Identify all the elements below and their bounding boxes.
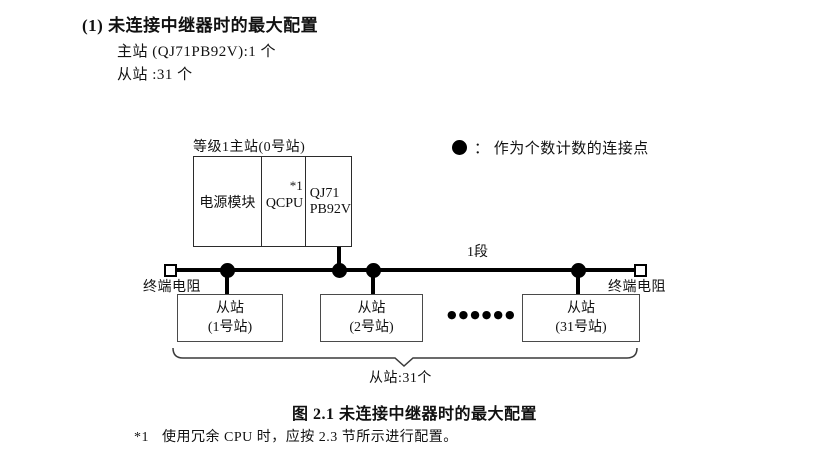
- slave-station-number: (2号站): [349, 320, 394, 335]
- bus-line: [170, 268, 642, 272]
- counted-connection-point-icon: [452, 140, 467, 155]
- slave-total-label: 从站:31个: [369, 371, 432, 386]
- connection-dot: [220, 263, 235, 278]
- slave-label: 从站: [216, 301, 244, 316]
- slave31-drop-line: [576, 272, 580, 295]
- terminating-resistor-label-left: 终端电阻: [143, 280, 201, 295]
- qcpu-label: QCPU: [265, 196, 304, 211]
- slave1-drop-line: [225, 272, 229, 295]
- footnote-ref-marker: *1: [289, 178, 303, 193]
- slaves-brace: [172, 347, 638, 368]
- legend: ： 作为个数计数的连接点: [452, 137, 649, 158]
- qcpu-cell: *1 QCPU: [262, 157, 306, 246]
- slave-station-number: (31号站): [555, 320, 607, 335]
- segment-label: 1段: [467, 245, 488, 260]
- section-heading: (1) 未连接中继器时的最大配置: [82, 16, 319, 35]
- connection-dot: [571, 263, 586, 278]
- slave-count-line: 从站 :31 个: [117, 67, 193, 83]
- master-station-label: 等级1主站(0号站): [193, 140, 306, 155]
- master-drop-line: [337, 247, 341, 269]
- pb92v-module-cell: QJ71 PB92V: [306, 157, 351, 246]
- connection-dot: [332, 263, 347, 278]
- terminating-resistor-left: [164, 264, 177, 277]
- legend-text: ： 作为个数计数的连接点: [474, 141, 649, 157]
- more-slaves-ellipsis: ●●●●●●: [447, 308, 517, 321]
- master-count-line: 主站 (QJ71PB92V):1 个: [117, 44, 277, 60]
- footnote-text: 使用冗余 CPU 时，应按 2.3 节所示进行配置。: [162, 430, 458, 445]
- footnote-marker: *1: [134, 430, 149, 445]
- terminating-resistor-right: [634, 264, 647, 277]
- slave2-drop-line: [371, 272, 375, 295]
- master-station-box: 电源模块 *1 QCPU QJ71 PB92V: [193, 156, 352, 247]
- module-name-line1: QJ71: [309, 185, 340, 201]
- slave-label: 从站: [567, 301, 595, 316]
- slave-station-2-box: 从站 (2号站): [320, 294, 423, 342]
- footnote: *1 使用冗余 CPU 时，应按 2.3 节所示进行配置。: [134, 426, 458, 446]
- slave-station-number: (1号站): [207, 320, 253, 335]
- slave-station-1-box: 从站 (1号站): [177, 294, 283, 342]
- slave-label: 从站: [357, 301, 386, 316]
- connection-dot: [366, 263, 381, 278]
- power-module-cell: 电源模块: [194, 157, 262, 246]
- figure-caption: 图 2.1 未连接中继器时的最大配置: [292, 406, 538, 423]
- module-name-line2: PB92V: [309, 201, 351, 217]
- terminating-resistor-label-right: 终端电阻: [608, 280, 666, 295]
- slave-station-31-box: 从站 (31号站): [522, 294, 640, 342]
